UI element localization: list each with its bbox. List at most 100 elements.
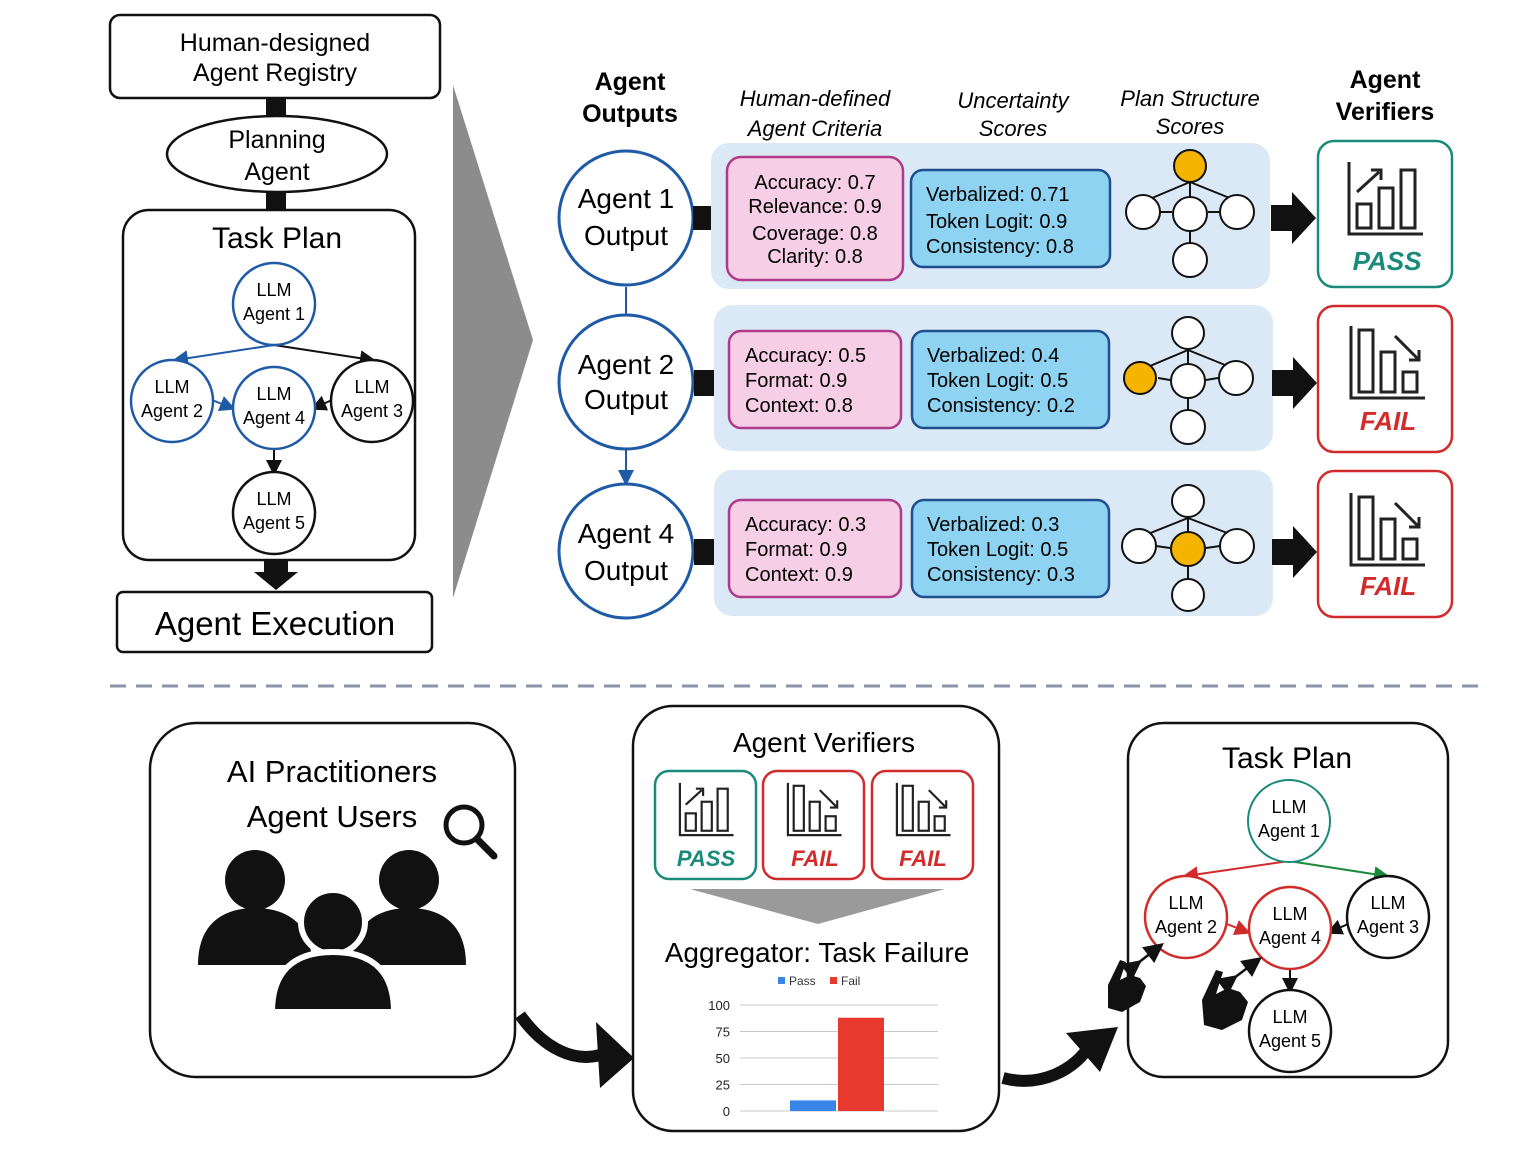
planning-agent-ellipse: Planning Agent (165, 114, 389, 194)
svg-text:Agent 2: Agent 2 (141, 401, 203, 421)
task-plan-bottom-box: Task Plan LLM Agent 1 LLM Agent 2 LLM Ag… (1126, 721, 1450, 1079)
row-agent-2: Agent 2 Output Accuracy: 0.5 Format: 0.9… (557, 304, 1454, 454)
y-tick-label-100: 100 (708, 998, 730, 1013)
column-headers: Agent Outputs Human-defined Agent Criter… (582, 66, 1434, 141)
svg-text:Format: 0.9: Format: 0.9 (745, 539, 847, 561)
row-2-verdict: FAIL (1360, 406, 1416, 436)
bottom-node-agent-1: LLM Agent 1 (1247, 779, 1331, 863)
header-structure-2: Scores (1156, 114, 1224, 139)
users-line1: AI Practitioners (227, 754, 437, 789)
svg-text:Accuracy: 0.5: Accuracy: 0.5 (745, 345, 866, 367)
svg-text:Token Logit: 0.5: Token Logit: 0.5 (927, 539, 1068, 561)
svg-text:LLM: LLM (256, 280, 291, 300)
planning-line2: Agent (244, 158, 309, 186)
header-uncertainty-1: Uncertainty (957, 88, 1070, 113)
curved-arrow-users-verifiers (515, 1011, 602, 1063)
svg-text:Relevance: 0.9: Relevance: 0.9 (748, 196, 881, 218)
bar-pass (790, 1100, 836, 1111)
svg-text:Agent 4: Agent 4 (243, 408, 305, 428)
header-uncertainty-2: Scores (979, 116, 1047, 141)
header-agent-outputs-1: Agent (595, 68, 667, 96)
registry-line1: Human-designed (180, 29, 370, 57)
svg-text:Token Logit: 0.5: Token Logit: 0.5 (927, 370, 1068, 392)
svg-text:LLM: LLM (1272, 1007, 1307, 1027)
registry-line2: Agent Registry (193, 59, 357, 87)
svg-text:Verbalized: 0.3: Verbalized: 0.3 (927, 514, 1059, 536)
header-agent-outputs-2: Outputs (582, 100, 678, 128)
bottom-node-agent-5: LLM Agent 5 (1247, 988, 1333, 1074)
people-group-icon (198, 850, 466, 1015)
svg-text:LLM: LLM (256, 384, 291, 404)
agent-execution-box: Agent Execution (115, 590, 434, 654)
svg-text:Consistency: 0.8: Consistency: 0.8 (926, 236, 1074, 258)
legend-label-1: Fail (841, 974, 860, 988)
row-agent-4: Agent 4 Output Accuracy: 0.3 Format: 0.9… (557, 469, 1454, 620)
svg-text:Agent 3: Agent 3 (1357, 917, 1419, 937)
header-criteria-2: Agent Criteria (746, 116, 883, 141)
row-3-agent-line1: Agent 4 (578, 518, 675, 549)
edge-a1-a3 (273, 344, 376, 367)
edge-b1-b3 (1288, 860, 1390, 883)
row-2-agent-line2: Output (584, 384, 668, 415)
svg-text:Clarity: 0.8: Clarity: 0.8 (767, 246, 863, 268)
edge-b3-b4 (1326, 919, 1349, 935)
top-node-agent-5: LLM Agent 5 (231, 470, 317, 556)
users-panel: AI Practitioners Agent Users (148, 721, 517, 1079)
svg-text:LLM: LLM (256, 489, 291, 509)
svg-text:Accuracy: 0.3: Accuracy: 0.3 (745, 514, 866, 536)
row-2-criteria-box (727, 329, 903, 430)
svg-text:Context: 0.9: Context: 0.9 (745, 564, 853, 586)
svg-text:LLM: LLM (1168, 893, 1203, 913)
header-criteria-1: Human-defined (740, 86, 891, 111)
row-1-structure-graph (1125, 149, 1255, 278)
svg-text:Agent 1: Agent 1 (1258, 821, 1320, 841)
row-2-uncertainty-box (910, 329, 1111, 430)
expansion-arrow (453, 85, 533, 598)
y-tick-label-50: 50 (716, 1051, 730, 1066)
row-2-structure-graph (1123, 316, 1254, 445)
curved-arrow-verifiers-taskplan (1001, 1041, 1096, 1087)
hand-pointer-icon-1 (1108, 942, 1164, 1012)
bottom-node-agent-3: LLM Agent 3 (1345, 874, 1431, 960)
users-line2: Agent Users (247, 799, 418, 834)
row-agent-1: Agent 1 Output Accuracy: 0.7 Relevance: … (557, 139, 1454, 289)
row-1-uncertainty-box (909, 168, 1112, 269)
svg-text:LLM: LLM (1370, 893, 1405, 913)
top-node-agent-4: LLM Agent 4 (231, 365, 317, 451)
svg-text:FAIL: FAIL (899, 846, 947, 871)
svg-text:Agent 1: Agent 1 (243, 304, 305, 324)
bottom-node-agent-2: LLM Agent 2 (1143, 874, 1229, 960)
svg-text:Token Logit: 0.9: Token Logit: 0.9 (926, 211, 1067, 233)
svg-text:PASS: PASS (677, 846, 736, 871)
svg-text:LLM: LLM (154, 377, 189, 397)
edge-a3-a4 (310, 395, 333, 411)
down-arrow-execution (254, 560, 298, 590)
row-3-criteria-box (727, 498, 903, 599)
top-node-agent-1: LLM Agent 1 (231, 261, 317, 347)
svg-text:Coverage: 0.8: Coverage: 0.8 (752, 223, 878, 245)
task-plan-top-title: Task Plan (212, 222, 342, 255)
agent-execution-label: Agent Execution (155, 605, 395, 642)
svg-text:Agent 5: Agent 5 (1259, 1031, 1321, 1051)
svg-text:Context: 0.8: Context: 0.8 (745, 395, 853, 417)
row-3-arrow (1272, 526, 1317, 578)
svg-text:Consistency: 0.2: Consistency: 0.2 (927, 395, 1075, 417)
bar-fail (838, 1017, 884, 1111)
row-1-verdict: PASS (1353, 246, 1423, 276)
svg-text:Agent 5: Agent 5 (243, 513, 305, 533)
y-tick-label-25: 25 (716, 1078, 730, 1093)
top-node-agent-3: LLM Agent 3 (329, 358, 415, 444)
row-3-agent-line2: Output (584, 555, 668, 586)
connector-planning-taskplan (266, 192, 286, 210)
connector-registry-planning (266, 98, 286, 116)
verifiers-aggregator-panel: Agent Verifiers PASS FAIL FAIL Aggregato… (631, 704, 1001, 1133)
legend-swatch-0 (778, 977, 785, 984)
header-verifiers-2: Verifiers (1336, 98, 1435, 126)
aggregator-title: Aggregator: Task Failure (665, 937, 970, 968)
edge-b1-b2 (1182, 860, 1290, 883)
svg-text:Agent 3: Agent 3 (341, 401, 403, 421)
planning-line1: Planning (228, 126, 325, 154)
svg-text:Consistency: 0.3: Consistency: 0.3 (927, 564, 1075, 586)
row-3-uncertainty-box (910, 498, 1111, 599)
